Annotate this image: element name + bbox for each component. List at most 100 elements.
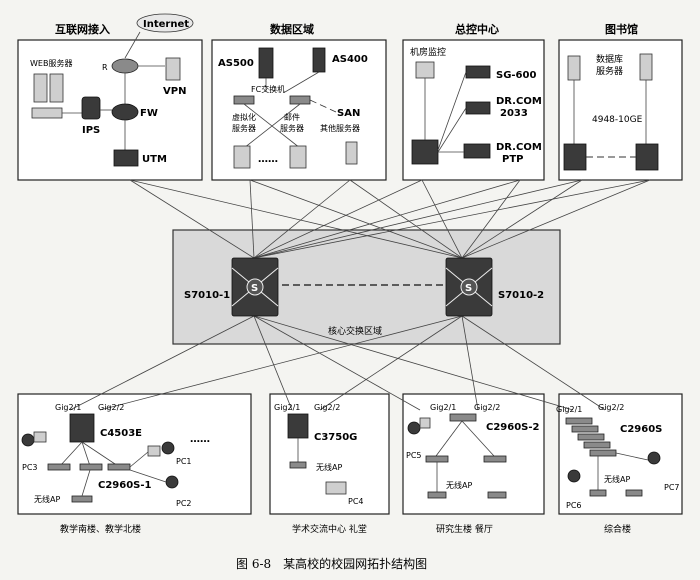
teaching-gig1: Gig2/1	[55, 403, 81, 412]
vpn-label: VPN	[163, 86, 186, 97]
svg-text:S: S	[251, 283, 258, 294]
complex-ap-label: 无线AP	[604, 474, 630, 484]
utm-device-icon[interactable]	[113, 149, 139, 167]
graduate-gig2: Gig2/2	[474, 403, 500, 412]
drcom2033-device-icon[interactable]	[465, 101, 491, 115]
pc5-icon[interactable]	[407, 417, 431, 435]
c4503e-switch-icon[interactable]	[69, 413, 95, 443]
web-server-icon[interactable]	[31, 73, 64, 119]
core-switch-right[interactable]: S	[445, 257, 493, 317]
pc7-label: PC7	[664, 483, 680, 492]
academic-ap-icon[interactable]	[289, 461, 307, 469]
teaching-ap-label: 无线AP	[34, 494, 60, 504]
core-switch-left[interactable]: S	[231, 257, 279, 317]
complex-gig1: Gig2/1	[556, 405, 582, 414]
core-right-label: S7010-2	[498, 290, 544, 301]
c3750g-switch-icon[interactable]	[287, 413, 309, 439]
firewall-icon[interactable]	[111, 103, 139, 121]
room-monitor-label: 机房监控	[410, 46, 446, 58]
drcom2033-label-2: 2033	[500, 108, 528, 119]
monitor-switch-icon[interactable]	[411, 139, 439, 165]
academic-gig2: Gig2/2	[314, 403, 340, 412]
pc3-label: PC3	[22, 463, 38, 472]
svg-text:S: S	[465, 283, 472, 294]
pc2-icon[interactable]	[165, 475, 179, 489]
graduate-ap-label: 无线AP	[446, 480, 472, 490]
router-label: R	[102, 63, 108, 72]
c2960s-switch-stack-icon[interactable]	[565, 417, 617, 457]
figure-caption: 图 6-8 某高校的校园网拓扑结构图	[236, 556, 427, 571]
ips-device-icon[interactable]	[81, 96, 101, 120]
graduate-zone-label: 研究生楼 餐厅	[436, 523, 493, 535]
as500-label: AS500	[218, 58, 254, 69]
pc7-icon[interactable]	[647, 451, 661, 465]
sg600-device-icon[interactable]	[465, 65, 491, 79]
c4503e-label: C4503E	[100, 428, 142, 439]
downlink-lines	[69, 315, 606, 411]
library-db-label-1: 数据库	[596, 53, 623, 65]
teaching-access-switch-icon[interactable]	[47, 463, 131, 471]
mail-server-label-1: 邮件	[284, 112, 300, 122]
pc6-label: PC6	[566, 501, 582, 510]
pc1-label: PC1	[176, 457, 192, 466]
complex-gig2: Gig2/2	[598, 403, 624, 412]
sg600-label: SG-600	[496, 70, 536, 81]
zone-title-data: 数据区域	[270, 22, 314, 36]
library-db-label-2: 服务器	[596, 65, 623, 77]
complex-zone-label: 综合楼	[604, 523, 631, 535]
library-db-server-icon[interactable]	[567, 53, 653, 81]
zone-title-library: 图书馆	[605, 22, 638, 36]
utm-label: UTM	[142, 154, 167, 165]
data-ellipsis: ……	[258, 154, 278, 165]
router-icon[interactable]	[111, 58, 139, 74]
zone-academic	[269, 393, 390, 515]
as400-server-icon[interactable]	[312, 47, 326, 73]
academic-zone-label: 学术交流中心 礼堂	[292, 523, 367, 535]
as500-server-icon[interactable]	[258, 47, 274, 79]
san-label: SAN	[337, 108, 360, 119]
internet-cloud-icon	[136, 13, 194, 33]
zone-teaching	[17, 393, 252, 515]
drcomptp-device-icon[interactable]	[463, 143, 491, 159]
graduate-ap-icon[interactable]	[427, 491, 507, 499]
academic-ap-label: 无线AP	[316, 462, 342, 472]
drcomptp-label-1: DR.COM	[496, 142, 542, 153]
pc1-icon[interactable]	[147, 441, 175, 457]
pc4-label: PC4	[348, 497, 364, 506]
uplink-lines	[129, 179, 651, 259]
c2960s1-label: C2960S-1	[98, 480, 152, 491]
zone-graduate	[402, 393, 545, 515]
vpn-device-icon[interactable]	[165, 57, 181, 81]
web-server-label: WEB服务器	[30, 58, 72, 68]
mail-server-label-2: 服务器	[280, 123, 304, 133]
zone-title-internet: 互联网接入	[55, 22, 110, 36]
teaching-ap-icon[interactable]	[71, 495, 93, 503]
as400-label: AS400	[332, 54, 368, 65]
pc6-icon[interactable]	[567, 469, 581, 483]
core-zone-label: 核心交换区域	[328, 325, 382, 337]
graduate-gig1: Gig2/1	[430, 403, 456, 412]
virtual-server-label-1: 虚拟化	[232, 112, 256, 122]
virtual-server-icon[interactable]	[233, 145, 251, 169]
drcom2033-label-1: DR.COM	[496, 96, 542, 107]
other-server-label: 其他服务器	[320, 123, 360, 133]
room-monitor-icon[interactable]	[415, 61, 435, 79]
pc3-icon[interactable]	[21, 431, 47, 447]
c2960s-label: C2960S	[620, 424, 662, 435]
virtual-server-label-2: 服务器	[232, 123, 256, 133]
core-left-label: S7010-1	[184, 290, 230, 301]
c2960s2-label: C2960S-2	[486, 422, 540, 433]
other-server-icon[interactable]	[345, 141, 358, 165]
drcomptp-label-2: PTP	[502, 154, 523, 165]
pc5-label: PC5	[406, 451, 422, 460]
pc4-laptop-icon[interactable]	[325, 481, 347, 495]
c2960s2-switch-icon[interactable]	[449, 413, 477, 422]
mail-server-icon[interactable]	[289, 145, 307, 169]
library-switch-label: 4948-10GE	[592, 115, 643, 125]
pc2-label: PC2	[176, 499, 192, 508]
firewall-label: FW	[140, 108, 158, 119]
ips-label: IPS	[82, 125, 100, 136]
library-switch-icon[interactable]	[563, 143, 659, 171]
complex-ap-icon[interactable]	[589, 489, 643, 497]
